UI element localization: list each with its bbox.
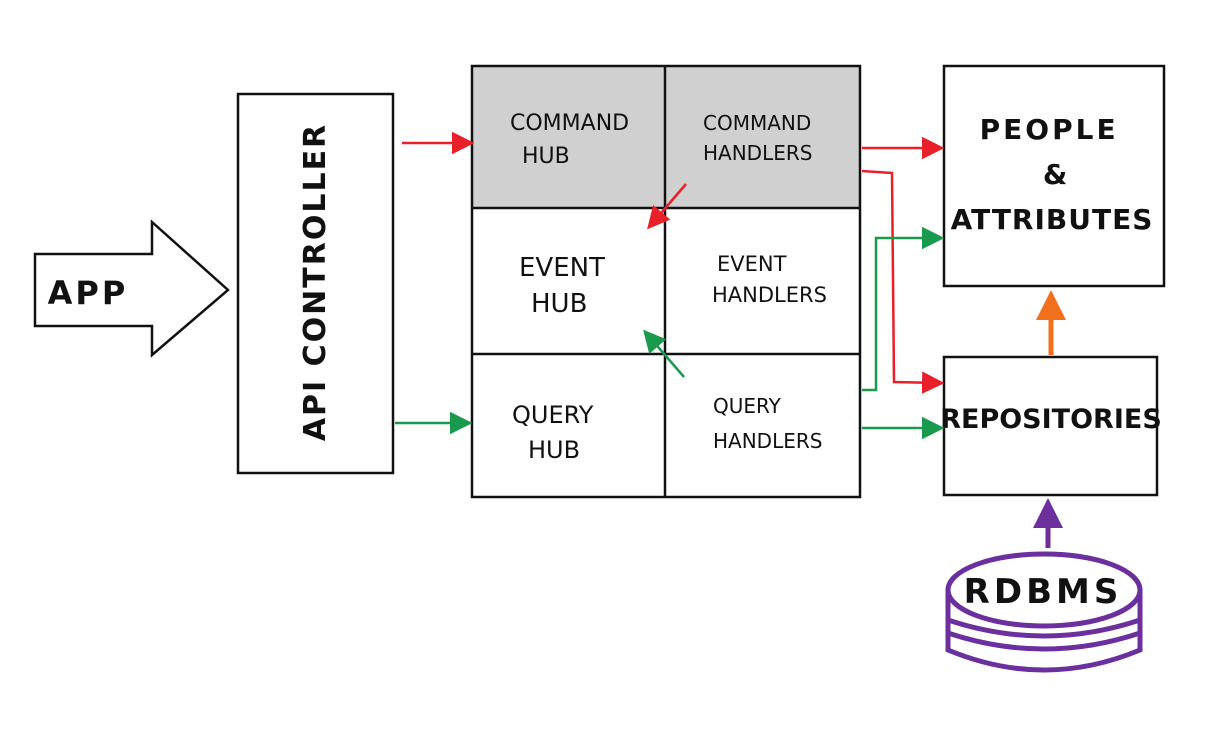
command-handlers-label: COMMAND HANDLERS: [703, 111, 818, 165]
repositories-box: [942, 355, 1159, 497]
query-handlers-line1: QUERY: [713, 394, 782, 418]
query-handlers-to-event-hub-arrow: [643, 329, 685, 378]
query-handlers-to-people-arrow: [862, 226, 945, 392]
repositories-node: REPOSITORIES: [940, 355, 1162, 497]
hub-grid: COMMAND HUB COMMAND HANDLERS EVENT HUB E…: [470, 64, 862, 499]
command-handlers-line2: HANDLERS: [703, 141, 812, 165]
event-hub-line1: EVENT: [519, 253, 605, 283]
app-node: APP: [33, 219, 230, 358]
rdbms-cylinder-top: [945, 551, 1143, 629]
event-handlers-line1: EVENT: [717, 252, 787, 276]
query-hub-label: QUERY HUB: [512, 401, 601, 464]
people-attributes-label: PEOPLE & ATTRIBUTES: [951, 113, 1154, 236]
app-arrow-shape: [33, 219, 230, 358]
people-line: PEOPLE: [980, 113, 1119, 146]
command-hub-line2: HUB: [522, 144, 570, 169]
event-handlers-line2: HANDLERS: [712, 283, 827, 307]
app-label: APP: [48, 274, 129, 312]
rdbms-band-1: [947, 617, 1141, 639]
event-hub-line2: HUB: [531, 289, 587, 319]
query-handlers-line2: HANDLERS: [713, 429, 822, 453]
ampersand-line: &: [1043, 158, 1067, 191]
event-hub-label: EVENT HUB: [519, 253, 613, 319]
rdbms-label: RDBMS: [964, 572, 1123, 612]
rdbms-node: RDBMS: [945, 551, 1143, 673]
people-attributes-box: [942, 64, 1166, 288]
query-hub-line2: HUB: [528, 436, 580, 464]
command-hub-label: COMMAND HUB: [510, 111, 636, 169]
command-handlers-to-event-hub-arrow: [647, 183, 687, 230]
rdbms-band-2: [947, 630, 1141, 652]
repositories-label: REPOSITORIES: [940, 404, 1162, 435]
api-controller-node: API CONTROLLER: [236, 92, 395, 475]
attributes-line: ATTRIBUTES: [951, 203, 1154, 236]
event-handlers-label: EVENT HANDLERS: [712, 252, 827, 307]
command-handlers-line1: COMMAND: [703, 111, 811, 135]
api-controller-box: [236, 92, 395, 475]
connectors: [395, 131, 1066, 548]
command-hub-line1: COMMAND: [510, 111, 629, 136]
command-handlers-to-repositories-arrow: [861, 169, 945, 394]
people-attributes-node: PEOPLE & ATTRIBUTES: [942, 64, 1166, 288]
api-controller-label: API CONTROLLER: [298, 123, 333, 441]
rdbms-cylinder-body: [945, 590, 1143, 673]
query-handlers-label: QUERY HANDLERS: [713, 394, 822, 453]
query-hub-line1: QUERY: [512, 401, 594, 429]
